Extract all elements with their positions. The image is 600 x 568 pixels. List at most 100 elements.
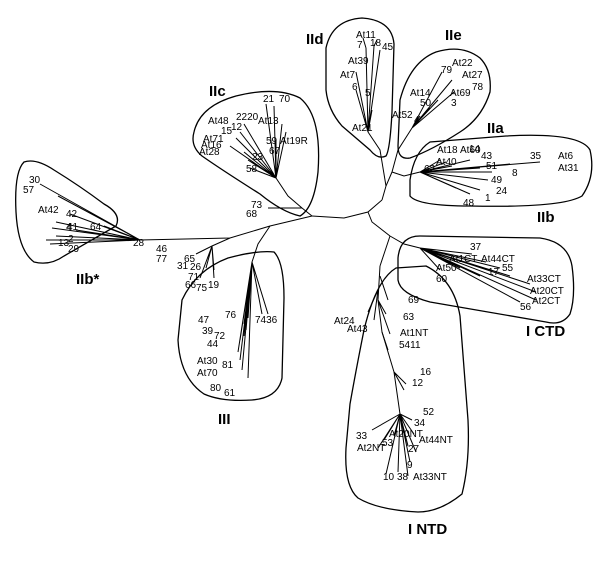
leaf-label: 13 (58, 238, 70, 249)
leaf-label: 80 (210, 383, 222, 394)
leaf-label: 64 (90, 222, 102, 233)
leaf-label: 66 (185, 280, 197, 291)
leaf-label: 5411 (399, 340, 421, 351)
outline-IIb (409, 134, 593, 207)
leaf-label: 77 (156, 254, 168, 265)
leaf-label: 62 (424, 164, 436, 175)
leaf-label: 56 (520, 302, 532, 313)
leaf-label: 63 (403, 312, 415, 323)
leaf-label: At69 (450, 88, 471, 99)
leaf-label: 17 (488, 267, 500, 278)
leaf-label: 29 (68, 244, 80, 255)
leaf-label: 12 (231, 122, 243, 133)
leaf-label: 19 (208, 280, 220, 291)
leaf-label: 68 (246, 209, 258, 220)
outline-ICTD (397, 235, 575, 324)
leaf-label: 58 (246, 164, 258, 175)
leaf-label: 15 (221, 126, 233, 137)
leaf-label: 73 (251, 200, 263, 211)
leaf-label: 2220 (236, 112, 259, 123)
leaf-label: 69 (408, 295, 420, 306)
leaf-label: 4 (414, 115, 420, 126)
leaf-label: 65 (184, 254, 196, 265)
leaf-label: 51 (486, 161, 498, 172)
leaf-label: 2 (68, 234, 74, 245)
leaf-label: 5 (365, 88, 371, 99)
leaf-label: 48 (463, 198, 475, 209)
leaf-label: At42 (38, 205, 59, 216)
leaf-label: 76 (225, 310, 237, 321)
leaf-label: At70 (197, 368, 218, 379)
leaf-label: At33CT (527, 274, 561, 285)
leaf-label: At40 (436, 157, 457, 168)
leaf-label: At71 (203, 134, 224, 145)
leaf-label: At2NT (357, 443, 385, 454)
leaf-label: 10 (383, 472, 395, 483)
outline-IIb-star (15, 160, 119, 264)
leaf-label: At16 (201, 140, 222, 151)
leaf-label: At31 (558, 163, 579, 174)
leaf-label: At39 (348, 56, 369, 67)
leaf-label: 67 (269, 146, 281, 157)
leaf-label: 60 (436, 274, 448, 285)
leaf-labels: At11 18 45 7 At39 At7 6 5 At21 At22 79 A… (23, 30, 579, 483)
leaf-label: 55 (502, 263, 514, 274)
leaf-label: 28 (133, 238, 145, 249)
leaf-label: 1 (485, 193, 491, 204)
leaf-label: 21 (263, 94, 275, 105)
leaf-label: 44 (207, 339, 219, 350)
leaf-label: At11 (356, 30, 376, 41)
leaf-label: At7 (340, 70, 355, 81)
leaf-label: 7436 (255, 315, 278, 326)
leaf-label: At14 (410, 88, 431, 99)
group-label-IIb: IIb (537, 209, 555, 226)
leaf-label: At22 (452, 58, 473, 69)
leaf-label: At60 (460, 145, 481, 156)
leaf-label: 35 (530, 151, 542, 162)
leaf-label: 81 (222, 360, 234, 371)
leaf-label: 59 (266, 136, 278, 147)
group-label-IId: IId (306, 31, 324, 48)
leaf-label: At52 (392, 110, 413, 121)
leaf-label: At6 (558, 151, 573, 162)
leaf-label: 24 (496, 186, 508, 197)
leaf-label: At44CT (481, 254, 515, 265)
leaf-label: 16 (420, 367, 432, 378)
leaf-label: 75 (196, 283, 208, 294)
leaf-label: 6 (352, 82, 358, 93)
leaf-label: At24 (334, 316, 355, 327)
leaf-label: 78 (472, 82, 484, 93)
leaf-label: 71 (188, 272, 200, 283)
leaf-label: At21 (352, 123, 373, 134)
leaf-label: 57 (23, 185, 35, 196)
leaf-label: At27 (462, 70, 483, 81)
leaf-label: At33NT (413, 472, 447, 483)
leaf-label: 72 (214, 331, 226, 342)
leaf-label: 26 (190, 262, 202, 273)
group-label-INTD: I NTD (408, 521, 447, 538)
leaf-label: 41 (67, 222, 79, 233)
leaf-label: 45 (382, 42, 394, 53)
leaf-label: At1CT (449, 254, 477, 265)
leaf-label: 53 (382, 438, 394, 449)
outline-INTD (345, 265, 470, 513)
leaf-label: 7 (357, 40, 363, 51)
leaf-label: 50 (420, 98, 432, 109)
leaf-label: 12 (412, 378, 424, 389)
leaf-label: 27 (408, 444, 420, 455)
leaf-label: 49 (491, 175, 503, 186)
outline-IId (325, 17, 395, 158)
leaf-label: At30 (197, 356, 218, 367)
leaf-label: 52 (423, 407, 435, 418)
leaf-label: 70 (279, 94, 291, 105)
group-label-IIe: IIe (445, 27, 462, 44)
group-labels: IId IIe IIc IIa IIb IIb* III I CTD I NTD (76, 27, 565, 538)
leaf-label: At1NT (400, 328, 428, 339)
leaf-label: 4 (66, 222, 72, 233)
leaf-label: At19R (280, 136, 308, 147)
leaf-label: 37 (470, 242, 482, 253)
leaf-label: At18 (437, 145, 458, 156)
leaf-label: At20CT (530, 286, 564, 297)
leaf-label: 9 (407, 460, 413, 471)
leaf-label: 14 (469, 144, 481, 155)
